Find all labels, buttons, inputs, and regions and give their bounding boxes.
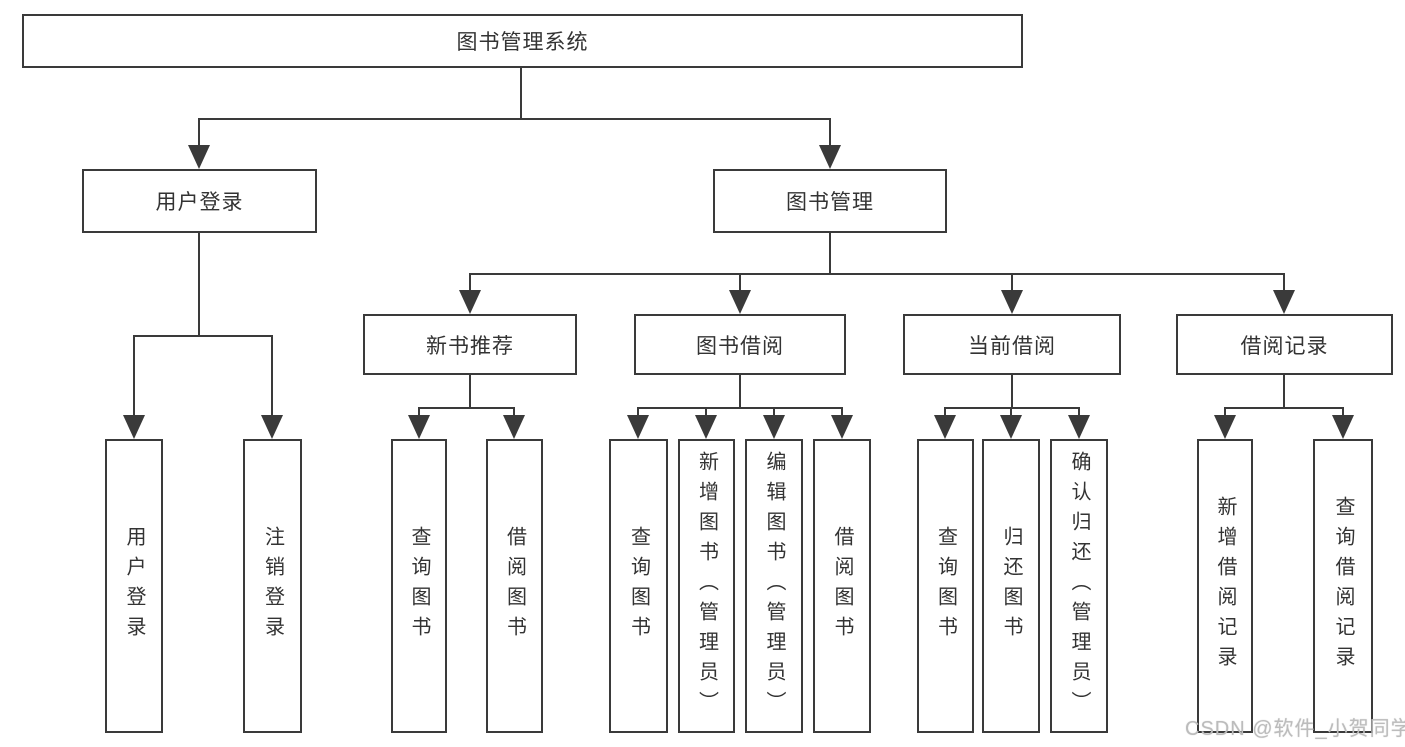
connector-bar (944, 407, 1080, 409)
node-user-login-leaf: 用户登录 (105, 439, 163, 733)
node-label-return-book: 归还图书 (1000, 526, 1022, 646)
connector-drop (418, 407, 420, 421)
node-label-book-management: 图书管理 (786, 191, 874, 214)
node-label-borrowing-records: 借阅记录 (1240, 334, 1329, 358)
node-add-book-admin: 新增图书（管理员） (678, 439, 735, 733)
connector-stem (469, 375, 471, 409)
node-label-query-book-borrow: 查询图书 (627, 526, 650, 646)
node-label-query-book-current: 查询图书 (934, 526, 957, 646)
node-query-borrow-record: 查询借阅记录 (1313, 439, 1373, 733)
node-borrowing-records: 借阅记录 (1176, 314, 1393, 375)
arrowhead-down-icon (188, 145, 210, 169)
arrowhead-down-icon (408, 415, 430, 439)
node-label-user-login-leaf: 用户登录 (123, 526, 145, 646)
connector-drop (1011, 273, 1013, 296)
node-label-query-book-recommend: 查询图书 (408, 526, 430, 646)
node-label-confirm-return-admin: 确认归还（管理员） (1068, 451, 1090, 721)
node-borrow-book-recommend: 借阅图书 (486, 439, 543, 733)
connector-drop (637, 407, 639, 421)
arrowhead-down-icon (695, 415, 717, 439)
connector-drop (1078, 407, 1080, 421)
arrowhead-down-icon (627, 415, 649, 439)
connector-bar (198, 118, 831, 120)
connector-stem (829, 233, 831, 275)
node-label-root-system: 图书管理系统 (456, 31, 589, 54)
arrowhead-down-icon (831, 415, 853, 439)
connector-drop (773, 407, 775, 421)
node-return-book: 归还图书 (982, 439, 1040, 733)
arrowhead-down-icon (819, 145, 841, 169)
arrowhead-down-icon (123, 415, 145, 439)
connector-stem (520, 68, 522, 120)
arrowhead-down-icon (1332, 415, 1354, 439)
node-borrow-book-leaf: 借阅图书 (813, 439, 871, 733)
node-label-logout-leaf: 注销登录 (261, 526, 284, 646)
connector-drop (1283, 273, 1285, 296)
connector-stem (198, 233, 200, 337)
connector-drop (271, 335, 273, 421)
connector-drop (841, 407, 843, 421)
arrowhead-down-icon (503, 415, 525, 439)
node-label-current-borrowing: 当前借阅 (968, 334, 1056, 358)
arrowhead-down-icon (729, 290, 751, 314)
csdn-watermark: CSDN @软件_小贺同学 (1185, 718, 1405, 740)
connector-bar (469, 273, 1285, 275)
connector-drop (1010, 407, 1012, 421)
arrowhead-down-icon (459, 290, 481, 314)
connector-bar (418, 407, 515, 409)
node-label-book-borrowing: 图书借阅 (696, 334, 784, 358)
connector-drop (198, 118, 200, 151)
connector-stem (1283, 375, 1285, 409)
arrowhead-down-icon (1214, 415, 1236, 439)
connector-drop (513, 407, 515, 421)
arrowhead-down-icon (1001, 290, 1023, 314)
node-query-book-recommend: 查询图书 (391, 439, 447, 733)
connector-stem (739, 375, 741, 409)
node-root-system: 图书管理系统 (22, 14, 1023, 68)
connector-drop (133, 335, 135, 421)
connector-drop (705, 407, 707, 421)
arrowhead-down-icon (934, 415, 956, 439)
node-user-login-branch: 用户登录 (82, 169, 317, 233)
connector-drop (739, 273, 741, 296)
node-label-borrow-book-leaf: 借阅图书 (831, 526, 853, 646)
node-edit-book-admin: 编辑图书（管理员） (745, 439, 803, 733)
node-query-book-current: 查询图书 (917, 439, 974, 733)
node-label-query-borrow-record: 查询借阅记录 (1332, 496, 1354, 676)
connector-bar (133, 335, 273, 337)
arrowhead-down-icon (763, 415, 785, 439)
connector-drop (1342, 407, 1344, 421)
node-label-new-book-recommend: 新书推荐 (426, 334, 514, 358)
connector-bar (637, 407, 843, 409)
connector-drop (1224, 407, 1226, 421)
arrowhead-down-icon (1000, 415, 1022, 439)
node-confirm-return-admin: 确认归还（管理员） (1050, 439, 1108, 733)
arrowhead-down-icon (261, 415, 283, 439)
node-new-book-recommend: 新书推荐 (363, 314, 577, 375)
node-logout-leaf: 注销登录 (243, 439, 302, 733)
node-label-borrow-book-recommend: 借阅图书 (503, 526, 526, 646)
connector-stem (1011, 375, 1013, 409)
node-label-user-login-branch: 用户登录 (155, 191, 244, 214)
node-label-add-borrow-record: 新增借阅记录 (1214, 496, 1236, 676)
arrowhead-down-icon (1068, 415, 1090, 439)
arrowhead-down-icon (1273, 290, 1295, 314)
node-current-borrowing: 当前借阅 (903, 314, 1121, 375)
node-query-book-borrow: 查询图书 (609, 439, 668, 733)
node-book-management: 图书管理 (713, 169, 947, 233)
node-label-edit-book-admin: 编辑图书（管理员） (763, 451, 785, 721)
node-book-borrowing: 图书借阅 (634, 314, 846, 375)
connector-drop (829, 118, 831, 151)
connector-drop (469, 273, 471, 296)
node-add-borrow-record: 新增借阅记录 (1197, 439, 1253, 733)
connector-drop (944, 407, 946, 421)
node-label-add-book-admin: 新增图书（管理员） (695, 451, 718, 721)
connector-bar (1224, 407, 1344, 409)
